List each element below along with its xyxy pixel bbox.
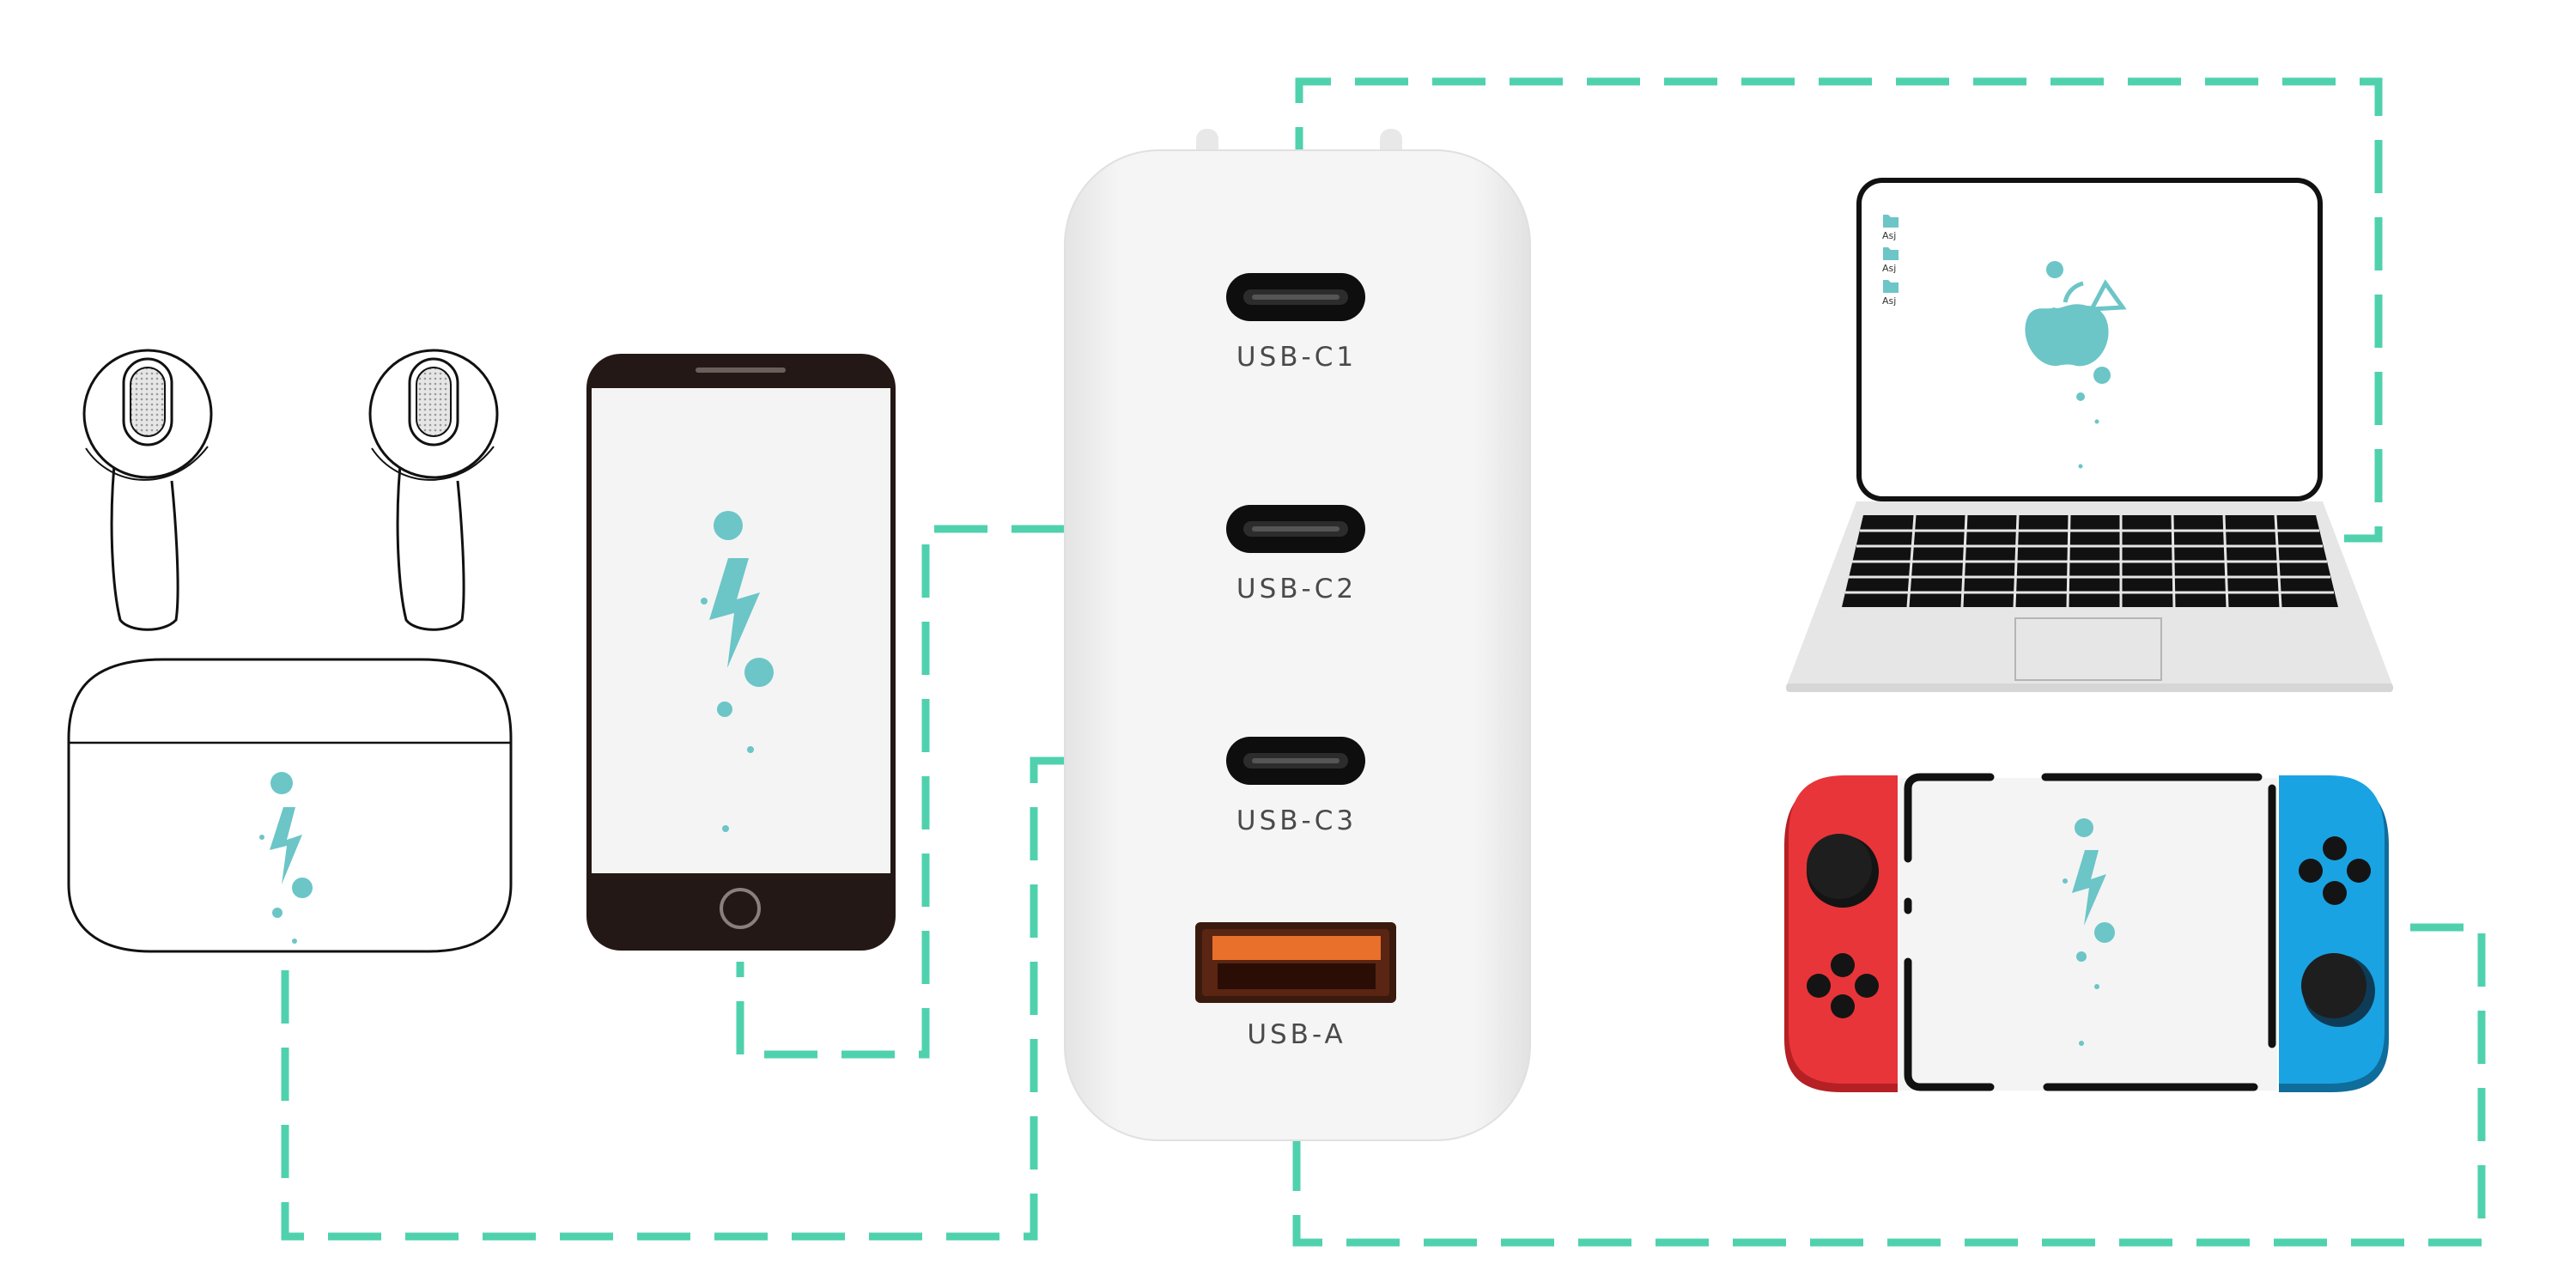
home-button-icon (720, 888, 761, 929)
port-usb-c2: USB-C2 (1226, 505, 1365, 605)
lightning-icon (709, 558, 760, 668)
joycon-right (2279, 775, 2389, 1092)
folder-icon (1883, 247, 1899, 260)
port-label-usb-c3: USB-C3 (1236, 805, 1357, 836)
connector-usb-c2-phone (736, 525, 1219, 1059)
case-charging-indicator (259, 772, 313, 944)
port-label-usb-c1: USB-C1 (1236, 342, 1357, 373)
svg-text:Asj: Asj (1882, 263, 1896, 274)
connector-usb-c1-laptop (1295, 77, 2383, 543)
connector-usb-a-console (1292, 923, 2486, 1247)
port-usb-a: USB-A (1195, 922, 1396, 1050)
folder-icon (1883, 280, 1899, 293)
phone-charging-indicator (701, 511, 774, 832)
folder-icon (1883, 215, 1899, 228)
earbuds-case (67, 658, 513, 953)
lightning-icon (2072, 850, 2106, 926)
port-usb-c1: USB-C1 (1226, 273, 1365, 373)
dpad-buttons (1807, 953, 1879, 1018)
port-usb-c3: USB-C3 (1226, 737, 1365, 836)
charger: USB-C1 USB-C2 USB-C3 USB-A (1064, 129, 1531, 1141)
port-label-usb-a: USB-A (1247, 1019, 1346, 1050)
charger-body (1064, 149, 1531, 1141)
desktop-icons: Asj Asj Asj (1882, 215, 1899, 307)
laptop-trackpad (2014, 617, 2162, 681)
svg-text:Asj: Asj (1882, 230, 1896, 241)
keyboard-key-grid (1845, 514, 2334, 608)
apple-logo-icon (2025, 261, 2127, 469)
joycon-left (1784, 775, 1898, 1092)
right-earbud (368, 349, 499, 631)
phone (586, 354, 896, 951)
laptop: Asj Asj Asj (1786, 178, 2393, 692)
console-charging-indicator (2063, 818, 2115, 1046)
left-earbud (82, 349, 213, 631)
lightning-icon (270, 807, 302, 884)
port-label-usb-c2: USB-C2 (1236, 574, 1357, 605)
earbuds-group (67, 349, 513, 953)
action-buttons (2299, 836, 2371, 905)
svg-text:Asj: Asj (1882, 295, 1896, 307)
phone-speaker (696, 368, 786, 373)
game-console (1784, 773, 2389, 1092)
